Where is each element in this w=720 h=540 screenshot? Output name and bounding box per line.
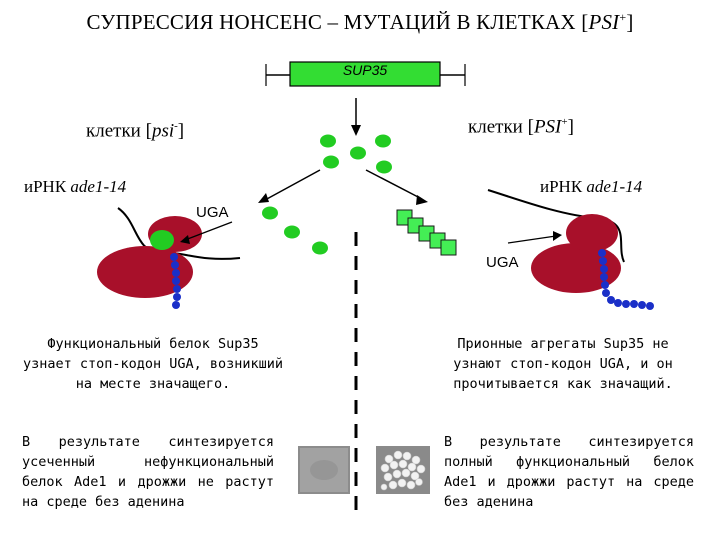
right-uga-label: UGA bbox=[486, 254, 519, 271]
right-arrowhead bbox=[416, 195, 428, 205]
right-ribosome bbox=[487, 189, 654, 310]
prion-aggregates bbox=[396, 209, 457, 256]
left-caption: Функциональный белок Sup35 узнает стоп-к… bbox=[22, 336, 284, 392]
expression-arrowhead bbox=[351, 125, 361, 136]
right-result-text: В результате синтезируется полный функци… bbox=[444, 434, 694, 510]
left-mrna-label: иРНК ade1-14 bbox=[24, 177, 127, 196]
gene-label: SUP35 bbox=[342, 62, 388, 78]
left-bound-sup35 bbox=[150, 230, 174, 250]
left-uga-label: UGA bbox=[196, 204, 229, 221]
right-cells-label: клетки [PSI+] bbox=[468, 116, 574, 138]
right-uga-pointer bbox=[507, 235, 557, 244]
left-uga-pointer bbox=[184, 221, 233, 241]
left-ribosome bbox=[97, 207, 241, 309]
sup35-protein-pool bbox=[262, 134, 392, 255]
left-cells-label: клетки [psi-] bbox=[86, 120, 185, 142]
plate-no-growth bbox=[298, 446, 350, 494]
right-caption: Прионные агрегаты Sup35 не узнают стоп-к… bbox=[453, 336, 673, 392]
plate-growth bbox=[376, 446, 430, 494]
right-mrna-label: иРНК ade1-14 bbox=[540, 177, 643, 196]
left-result-text: В результате синтезируется усеченный неф… bbox=[22, 434, 274, 510]
page-title: СУПРЕССИЯ НОНСЕНС – МУТАЦИЙ В КЛЕТКАХ [P… bbox=[86, 10, 634, 34]
sup35-gene-bar bbox=[265, 61, 466, 87]
right-full-peptide bbox=[598, 249, 654, 310]
diverging-arrows bbox=[264, 169, 421, 201]
left-truncated-peptide bbox=[170, 253, 181, 309]
left-arrowhead bbox=[258, 193, 269, 203]
